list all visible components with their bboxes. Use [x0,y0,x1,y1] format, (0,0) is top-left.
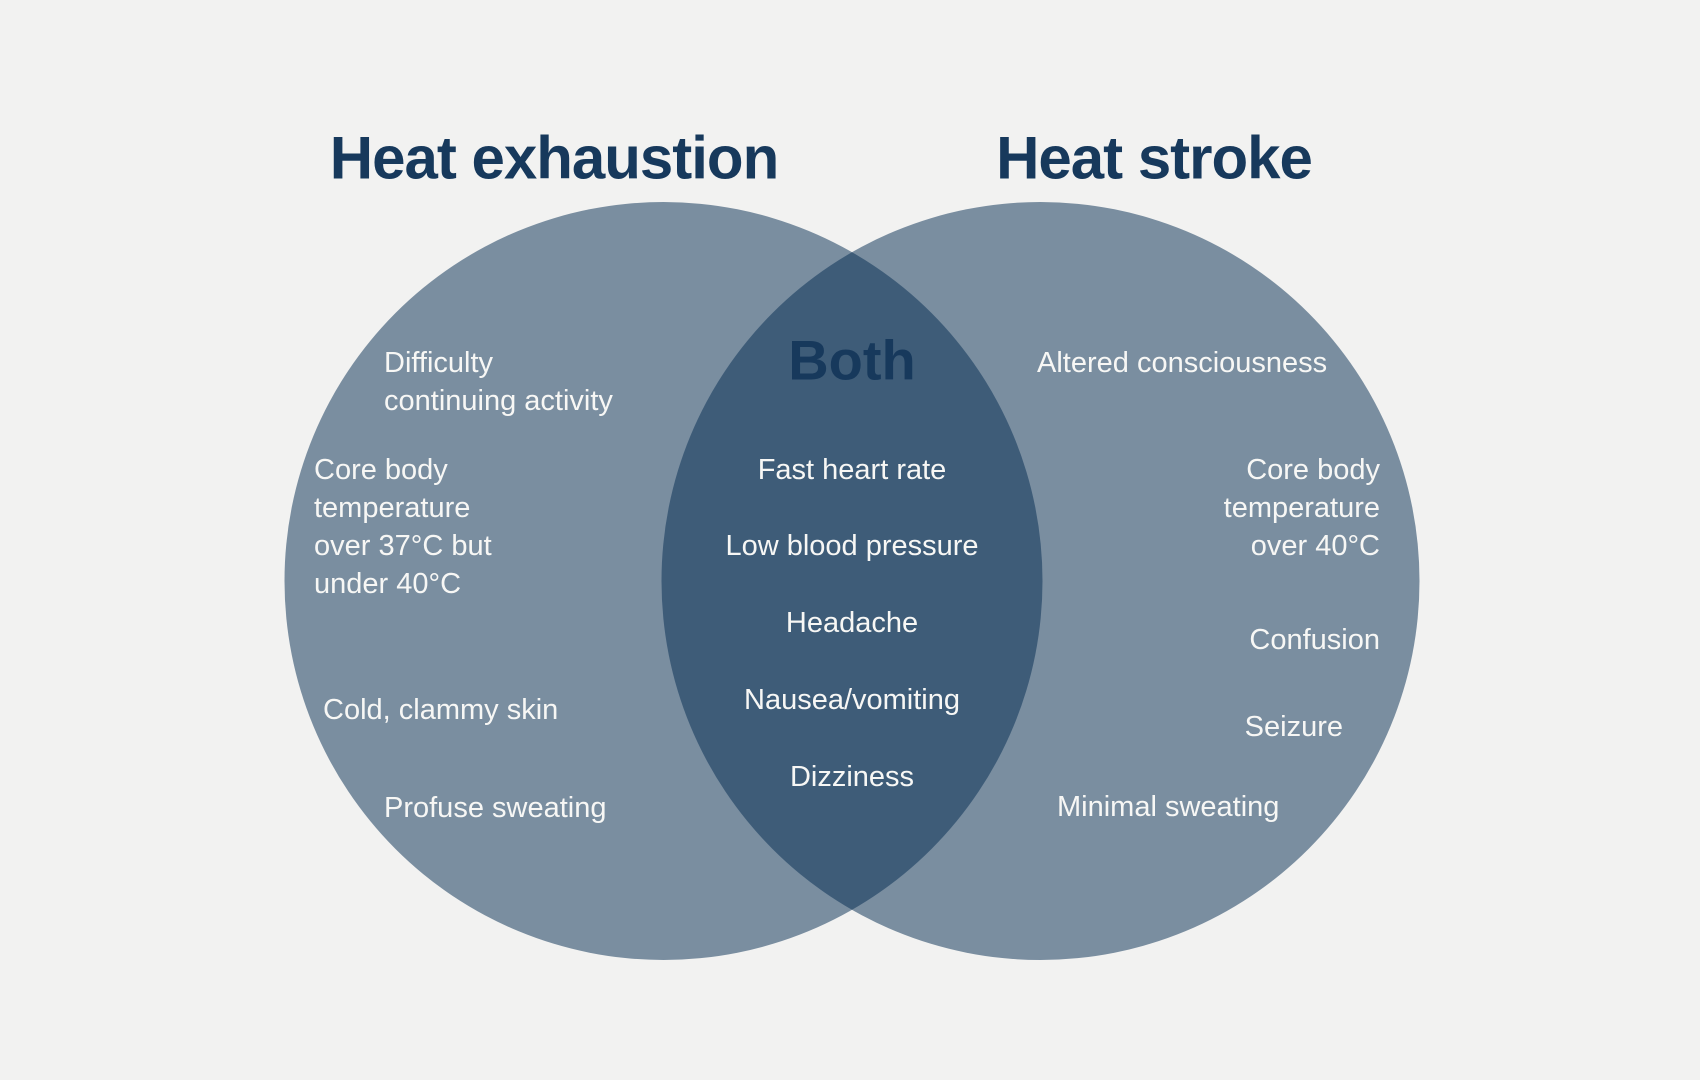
label-core-temp-over-37-under-40: Core body temperature over 37°C but unde… [314,454,492,600]
label-profuse-sweating: Profuse sweating [384,792,607,824]
label-nausea-vomiting: Nausea/vomiting [744,684,960,716]
label-core-temp-over-40: Core body temperature over 40°C [1223,454,1380,562]
heat-stroke-title: Heat stroke [996,124,1313,192]
label-minimal-sweating: Minimal sweating [1057,791,1280,823]
overlap-lens [661,202,1043,960]
label-difficulty-continuing-activity: Difficulty continuing activity [384,347,613,417]
label-fast-heart-rate: Fast heart rate [757,454,947,486]
both-heading: Both [788,328,916,392]
heat-exhaustion-title: Heat exhaustion [329,124,779,192]
label-headache: Headache [785,607,919,639]
label-dizziness: Dizziness [789,761,915,793]
label-seizure: Seizure [1244,711,1343,743]
label-altered-consciousness: Altered consciousness [1037,347,1328,379]
label-confusion: Confusion [1249,624,1380,656]
label-low-blood-pressure: Low blood pressure [725,530,979,562]
label-cold-clammy-skin: Cold, clammy skin [323,694,559,726]
